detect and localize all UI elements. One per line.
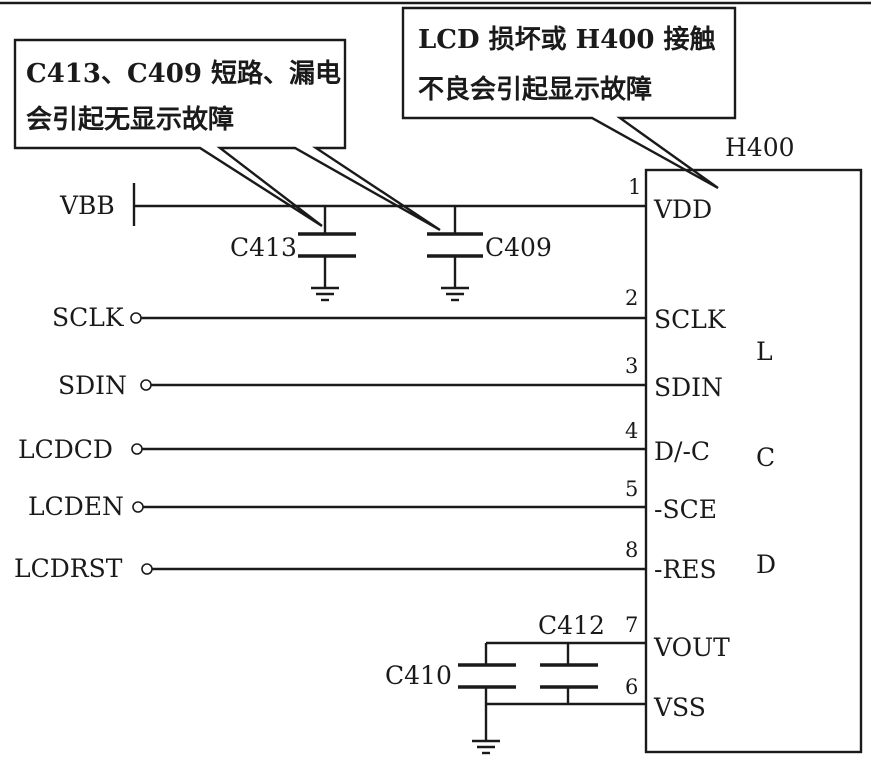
pin-name-sclk: SCLK — [654, 305, 727, 334]
net-label-sdin: SDIN — [58, 371, 127, 400]
terminal-icon — [131, 443, 143, 455]
pin-number-8: 8 — [625, 538, 638, 562]
pin-name-res: -RES — [654, 555, 717, 584]
pin-name-vdd: VDD — [653, 195, 712, 224]
terminal-icon — [140, 379, 152, 391]
chip-letter-l: L — [756, 337, 773, 366]
signal-sdin: SDIN 3 SDIN — [58, 354, 723, 402]
callout-right-line1: LCD 损坏或 H400 接触 — [418, 25, 716, 55]
pin-name-sce: -SCE — [654, 495, 717, 524]
capacitor-c409: C409 — [427, 206, 552, 302]
capacitor-c412: C412 — [538, 611, 605, 704]
signal-lcden: LCDEN 5 -SCE — [28, 477, 717, 524]
lcd-module-h400: H400 L C D — [644, 133, 863, 754]
pin-number-7: 7 — [625, 613, 638, 637]
signal-lcdrst: LCDRST 8 -RES — [14, 538, 717, 584]
c409-label: C409 — [485, 233, 552, 262]
chip-letter-d: D — [756, 550, 776, 579]
pin-name-dc: D/-C — [654, 437, 710, 466]
pin-number-1: 1 — [628, 175, 641, 199]
pin-name-vout: VOUT — [653, 633, 730, 662]
net-label-lcdrst: LCDRST — [14, 554, 123, 583]
ground-icon — [311, 286, 339, 302]
pin-name-sdin: SDIN — [654, 373, 723, 402]
capacitor-c410: C410 — [385, 643, 516, 740]
signal-sclk: SCLK 2 SCLK — [52, 286, 727, 334]
ground-icon — [441, 286, 469, 302]
c413-label: C413 — [230, 233, 297, 262]
pin-number-4: 4 — [625, 419, 638, 443]
callout-right-line2: 不良会引起显示故障 — [418, 74, 652, 105]
c410-label: C410 — [385, 661, 452, 690]
callout-right: LCD 损坏或 H400 接触 不良会引起显示故障 — [401, 6, 737, 190]
pin-number-5: 5 — [625, 477, 638, 501]
c412-label: C412 — [538, 611, 605, 640]
pin-name-vss: VSS — [653, 693, 706, 722]
chip-body — [644, 168, 863, 754]
net-label-sclk: SCLK — [52, 303, 125, 332]
terminal-icon — [130, 312, 142, 324]
supply-vbb: VBB 1 VDD — [59, 175, 712, 226]
chip-letter-c: C — [756, 443, 775, 472]
ground-icon — [472, 739, 500, 755]
callout-right-box — [401, 6, 737, 190]
chip-name: H400 — [725, 133, 795, 162]
net-label-lcden: LCDEN — [28, 492, 124, 521]
signal-lcdcd: LCDCD 4 D/-C — [18, 419, 710, 466]
pin-number-6: 6 — [625, 675, 638, 699]
callout-left-box — [13, 38, 441, 232]
net-label-lcdcd: LCDCD — [18, 435, 113, 464]
vbb-label: VBB — [59, 191, 115, 220]
terminal-icon — [132, 501, 144, 513]
callout-left-line2: 会引起无显示故障 — [26, 104, 234, 135]
pin-number-3: 3 — [625, 354, 638, 378]
capacitor-c413: C413 — [230, 206, 356, 302]
callout-left-line1: C413、C409 短路、漏电 — [26, 58, 341, 89]
callout-left: C413、C409 短路、漏电 会引起无显示故障 — [13, 38, 441, 232]
terminal-icon — [141, 563, 153, 575]
vout-vss-network: C410 C412 7 VOUT 6 VSS — [385, 611, 730, 755]
pin-number-2: 2 — [625, 286, 638, 310]
